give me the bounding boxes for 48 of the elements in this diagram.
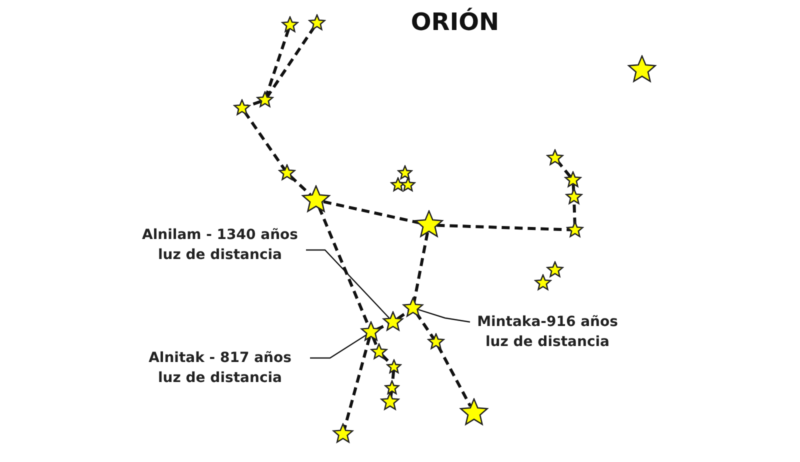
star-icon — [627, 55, 657, 85]
dashed-line — [556, 160, 572, 178]
dashed-line — [414, 312, 435, 340]
star-icon — [301, 185, 331, 215]
star-icon — [233, 99, 251, 117]
leader-line — [306, 249, 390, 318]
callout-label: Alnilam - 1340 años luz de distancia — [135, 225, 305, 265]
star-icon — [256, 91, 274, 109]
star-icon — [360, 321, 382, 343]
star-icon — [534, 274, 552, 292]
dashed-line — [389, 392, 393, 398]
dashed-line — [412, 232, 429, 303]
dashed-line — [343, 336, 371, 430]
star-icon — [546, 261, 564, 279]
star-icon — [402, 297, 424, 319]
callout-label: Alnitak - 817 años luz de distancia — [135, 348, 305, 388]
dashed-line — [246, 100, 262, 108]
star-icon — [281, 16, 299, 34]
star-icon — [565, 188, 583, 206]
dashed-line — [243, 110, 286, 170]
leader-line — [418, 309, 470, 323]
star-icon — [397, 165, 413, 181]
star-icon — [546, 149, 564, 167]
star-icon — [390, 177, 406, 193]
dashed-line — [266, 26, 316, 98]
callout-label: Mintaka-916 años luz de distancia — [465, 312, 630, 352]
star-icon — [380, 392, 400, 412]
dashed-line — [264, 28, 290, 96]
dashed-line — [289, 174, 312, 196]
dashed-line — [436, 345, 472, 407]
dashed-line — [396, 310, 410, 320]
star-icon — [332, 423, 354, 445]
star-icon — [370, 343, 388, 361]
star-icon — [414, 210, 444, 240]
star-icon — [386, 359, 402, 375]
star-icon — [566, 221, 584, 239]
star-icon — [564, 171, 582, 189]
leader-line — [310, 334, 367, 359]
star-icon — [459, 398, 489, 428]
star-icon — [382, 311, 404, 333]
star-icon — [278, 164, 296, 182]
dashed-line — [436, 224, 571, 232]
star-icon — [384, 380, 400, 396]
star-icon — [427, 333, 445, 351]
diagram-title: ORIÓN — [410, 8, 500, 36]
star-icon — [400, 177, 416, 193]
dashed-line — [572, 184, 576, 193]
star-icon — [308, 14, 326, 32]
